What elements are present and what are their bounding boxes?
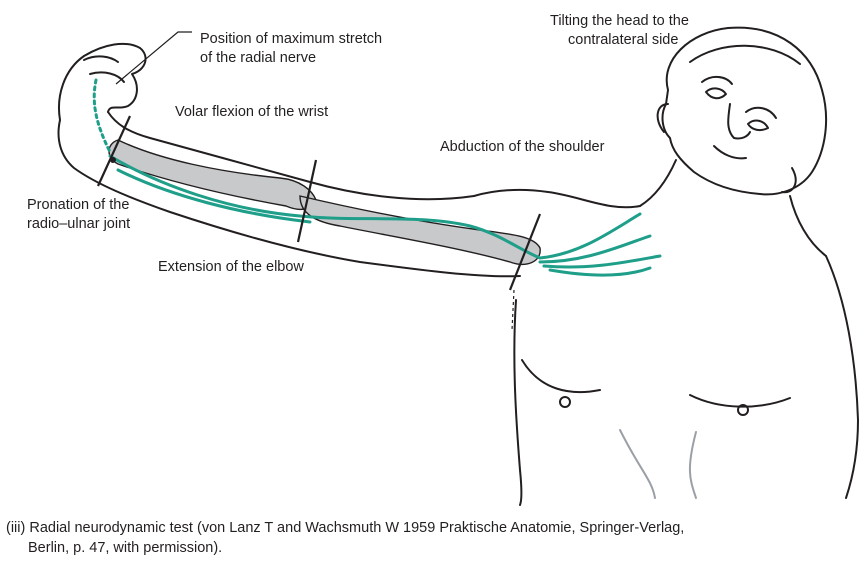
neck-left — [640, 160, 676, 206]
shoulder-top — [474, 190, 640, 207]
caption-line2: Berlin, p. 47, with permission). — [6, 538, 856, 558]
brow-left — [702, 77, 732, 84]
nerve-hand-dotted — [94, 80, 110, 152]
caption-line1: (iii) Radial neurodynamic test (von Lanz… — [6, 520, 684, 536]
label-shoulder-abduction: Abduction of the shoulder — [440, 138, 604, 157]
figure-caption: (iii) Radial neurodynamic test (von Lanz… — [6, 518, 856, 558]
nose — [728, 104, 750, 139]
label-max-stretch-line2: of the radial nerve — [200, 49, 382, 68]
label-elbow-extension: Extension of the elbow — [158, 258, 304, 277]
pronation-dot — [110, 157, 116, 163]
fingers — [84, 56, 124, 82]
nerve-plexus-1 — [540, 214, 640, 258]
label-pronation-line1: Pronation of the — [27, 196, 130, 215]
label-head-tilt: Tilting the head to the contralateral si… — [550, 12, 689, 50]
mouth — [714, 146, 746, 158]
pointer-line — [116, 32, 192, 84]
neck-right — [790, 196, 826, 256]
head-outline — [663, 28, 827, 195]
label-max-stretch-line1: Position of maximum stretch — [200, 30, 382, 49]
rib-line — [620, 430, 655, 498]
label-pronation-line2: radio–ulnar joint — [27, 215, 130, 234]
torso-right — [826, 256, 858, 498]
eye-left — [706, 88, 726, 98]
right-ear — [782, 168, 796, 192]
label-head-tilt-line1: Tilting the head to the — [550, 12, 689, 31]
label-head-tilt-line2: contralateral side — [550, 31, 689, 50]
label-volar-flexion: Volar flexion of the wrist — [175, 103, 328, 122]
rib-line-2 — [690, 432, 696, 498]
brow-right — [746, 108, 776, 118]
nipple-left — [560, 397, 570, 407]
label-max-stretch: Position of maximum stretch of the radia… — [200, 30, 382, 68]
label-pronation: Pronation of the radio–ulnar joint — [27, 196, 130, 234]
head-hair — [690, 46, 800, 64]
nerve-plexus-4 — [550, 268, 650, 275]
pec-left — [522, 360, 600, 392]
eye-right — [748, 121, 768, 131]
humerus-bone — [300, 196, 540, 264]
torso-left — [514, 300, 521, 505]
hand-outline — [59, 44, 146, 120]
shoulder-dotted — [512, 290, 514, 330]
